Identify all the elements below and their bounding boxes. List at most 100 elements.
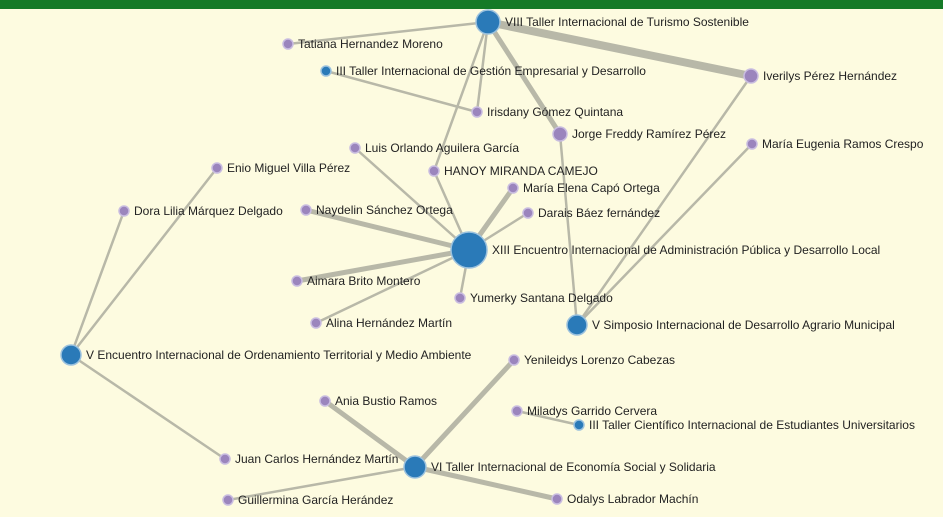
node-circle[interactable]: [319, 395, 331, 407]
node-circle[interactable]: [60, 344, 82, 366]
node-circle[interactable]: [291, 275, 303, 287]
event-node-e2[interactable]: III Taller Internacional de Gestión Empr…: [320, 64, 646, 78]
edge-e3-p13: [294, 247, 472, 284]
edge-e5-p7: [69, 166, 219, 357]
node-label: V Encuentro Internacional de Ordenamient…: [86, 348, 472, 362]
node-circle[interactable]: [746, 138, 758, 150]
person-node-p3[interactable]: Irisdany Gómez Quintana: [471, 105, 623, 119]
node-label: Yenileidys Lorenzo Cabezas: [524, 353, 675, 367]
person-node-p14[interactable]: Yumerky Santana Delgado: [454, 291, 613, 305]
node-label: Naydelin Sánchez Ortega: [316, 203, 453, 217]
node-circle[interactable]: [566, 314, 588, 336]
edge-e3-p11: [303, 207, 472, 253]
node-label: Ania Bustio Ramos: [335, 394, 437, 408]
person-node-p11[interactable]: Naydelin Sánchez Ortega: [300, 203, 453, 217]
node-circle[interactable]: [508, 354, 520, 366]
node-circle[interactable]: [282, 38, 294, 50]
edge-e5-p19: [69, 353, 227, 461]
node-label: Jorge Freddy Ramírez Pérez: [572, 127, 726, 141]
person-node-p5[interactable]: María Eugenia Ramos Crespo: [746, 137, 924, 151]
node-label: Iverilys Pérez Hernández: [763, 69, 897, 83]
person-node-p2[interactable]: Iverilys Pérez Hernández: [743, 68, 897, 84]
person-node-p10[interactable]: Dora Lilia Márquez Delgado: [118, 204, 283, 218]
node-label: XIII Encuentro Internacional de Administ…: [492, 243, 880, 257]
node-circle[interactable]: [349, 142, 361, 154]
node-label: VIII Taller Internacional de Turismo Sos…: [505, 15, 749, 29]
person-node-p7[interactable]: Enio Miguel Villa Pérez: [211, 161, 350, 175]
node-label: Darais Báez fernández: [538, 206, 660, 220]
node-circle[interactable]: [522, 207, 534, 219]
node-label: III Taller Científico Internacional de E…: [589, 418, 915, 432]
node-circle[interactable]: [511, 405, 523, 417]
person-node-p21[interactable]: Odalys Labrador Machín: [551, 492, 698, 506]
edge-e1-p4: [485, 19, 563, 137]
node-circle[interactable]: [573, 419, 585, 431]
header-bar: [0, 0, 943, 9]
node-circle[interactable]: [471, 106, 483, 118]
node-layer: VIII Taller Internacional de Turismo Sos…: [60, 9, 924, 507]
node-circle[interactable]: [403, 455, 427, 479]
edge-e3-p6: [353, 146, 471, 252]
node-label: Dora Lilia Márquez Delgado: [134, 204, 283, 218]
node-label: Odalys Labrador Machín: [567, 492, 698, 506]
node-circle[interactable]: [222, 494, 234, 506]
person-node-p1[interactable]: Tatiana Hernandez Moreno: [282, 37, 443, 51]
node-circle[interactable]: [219, 453, 231, 465]
event-node-e6[interactable]: III Taller Científico Internacional de E…: [573, 418, 915, 432]
person-node-p19[interactable]: Juan Carlos Hernández Martín: [219, 452, 398, 466]
person-node-p18[interactable]: Miladys Garrido Cervera: [511, 404, 657, 418]
node-circle[interactable]: [552, 126, 568, 142]
person-node-p4[interactable]: Jorge Freddy Ramírez Pérez: [552, 126, 726, 142]
node-circle[interactable]: [428, 165, 440, 177]
node-circle[interactable]: [454, 292, 466, 304]
edge-p4-e4: [558, 132, 579, 327]
node-label: Miladys Garrido Cervera: [527, 404, 657, 418]
node-label: Irisdany Gómez Quintana: [487, 105, 623, 119]
edge-e7-p20: [226, 465, 417, 502]
person-node-p13[interactable]: Aimara Brito Montero: [291, 274, 421, 288]
node-label: María Elena Capó Ortega: [523, 181, 660, 195]
node-circle[interactable]: [450, 231, 488, 269]
node-label: Guillermina García Herández: [238, 493, 393, 507]
node-label: Luis Orlando Aguilera García: [365, 141, 519, 155]
edge-p5-e4: [575, 142, 754, 327]
node-label: Aimara Brito Montero: [307, 274, 421, 288]
person-node-p20[interactable]: Guillermina García Herández: [222, 493, 393, 507]
edge-p2-e4: [575, 74, 753, 327]
edge-e1-p2: [484, 18, 755, 80]
node-circle[interactable]: [507, 182, 519, 194]
node-circle[interactable]: [320, 65, 332, 77]
edge-e7-p21: [412, 464, 560, 502]
edge-p18-e6: [515, 409, 581, 427]
node-circle[interactable]: [551, 493, 563, 505]
edge-e7-p17: [322, 398, 418, 470]
event-node-e5[interactable]: V Encuentro Internacional de Ordenamient…: [60, 344, 472, 366]
person-node-p12[interactable]: Darais Báez fernández: [522, 206, 660, 220]
event-node-e4[interactable]: V Simposio Internacional de Desarrollo A…: [566, 314, 895, 336]
person-node-p16[interactable]: Yenileidys Lorenzo Cabezas: [508, 353, 675, 367]
person-node-p8[interactable]: HANOY MIRANDA CAMEJO: [428, 164, 598, 178]
node-label: VI Taller Internacional de Economía Soci…: [431, 460, 716, 474]
person-node-p6[interactable]: Luis Orlando Aguilera García: [349, 141, 519, 155]
edge-layer: [69, 18, 755, 502]
edge-e1-p8: [432, 20, 490, 173]
event-node-e3[interactable]: XIII Encuentro Internacional de Administ…: [450, 231, 880, 269]
person-node-p9[interactable]: María Elena Capó Ortega: [507, 181, 660, 195]
event-node-e7[interactable]: VI Taller Internacional de Economía Soci…: [403, 455, 716, 479]
person-node-p17[interactable]: Ania Bustio Ramos: [319, 394, 437, 408]
node-label: V Simposio Internacional de Desarrollo A…: [592, 318, 895, 332]
node-circle[interactable]: [475, 9, 501, 35]
node-circle[interactable]: [310, 317, 322, 329]
node-label: III Taller Internacional de Gestión Empr…: [336, 64, 646, 78]
edge-e3-p15: [314, 248, 471, 325]
node-circle[interactable]: [118, 205, 130, 217]
node-circle[interactable]: [743, 68, 759, 84]
edge-e7-p16: [412, 357, 517, 470]
event-node-e1[interactable]: VIII Taller Internacional de Turismo Sos…: [475, 9, 749, 35]
node-label: HANOY MIRANDA CAMEJO: [444, 164, 598, 178]
node-circle[interactable]: [211, 162, 223, 174]
person-node-p15[interactable]: Alina Hernández Martín: [310, 316, 452, 330]
node-circle[interactable]: [300, 204, 312, 216]
node-label: María Eugenia Ramos Crespo: [762, 137, 924, 151]
